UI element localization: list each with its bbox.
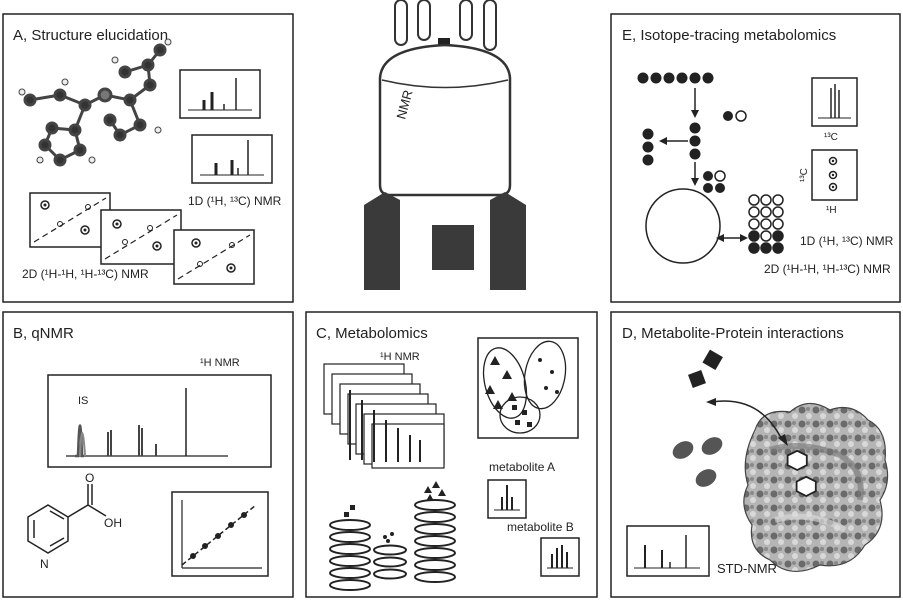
magnet-cap	[438, 38, 450, 46]
magnet-leg-left	[364, 192, 400, 290]
magnet-tube-4	[483, 0, 497, 51]
tracer-group-small	[703, 170, 726, 193]
ligand-square-2	[688, 370, 706, 388]
calibration-plot-box	[171, 491, 269, 577]
panel-d-std-label: STD-NMR	[717, 561, 777, 576]
ligand-square-1	[702, 349, 723, 371]
panel-c-spectrum-label: ¹H NMR	[380, 351, 420, 363]
spectrum-box-1	[179, 69, 261, 119]
panel-e-title: E, Isotope-tracing metabolomics	[622, 27, 836, 44]
tracer-chain-left	[642, 128, 654, 166]
sample-coil-3	[414, 481, 456, 583]
spectrum-2d-box-1	[29, 192, 111, 248]
panel-a-frame	[2, 13, 294, 303]
sample-coil-2	[373, 532, 407, 580]
panel-c-title: C, Metabolomics	[316, 325, 428, 342]
panel-a-1d-label: 1D (¹H, ¹³C) NMR	[188, 194, 282, 208]
metabolite-b-spectrum	[540, 537, 580, 577]
metabolite-a-spectrum	[487, 479, 527, 519]
panel-b: B, qNMR ¹H NMR IS N O OH	[2, 311, 294, 598]
molecule-ball-stick	[18, 38, 172, 167]
magnet-leg-right	[490, 192, 526, 290]
magnet-probe	[432, 225, 474, 270]
tca-cycle-circle	[645, 188, 721, 264]
panel-d: D, Metabolite-Protein interactions STD-N…	[610, 311, 901, 598]
panel-b-oh-label: OH	[104, 516, 122, 530]
ligand-ellipse-1	[672, 441, 694, 459]
binding-arrow	[711, 400, 783, 441]
panel-b-spectrum-label: ¹H NMR	[200, 357, 240, 369]
nmr-magnet: NMR	[364, 0, 526, 290]
tracer-chain-top	[637, 72, 714, 84]
magnet-tube-3	[459, 0, 473, 41]
magnet-tube-1	[394, 0, 408, 46]
nicotinic-acid-structure: N O	[27, 471, 107, 571]
panel-a: A, Structure elucidation	[2, 13, 294, 303]
magnet-tube-2	[417, 0, 431, 41]
panel-c-frame	[305, 311, 598, 598]
panel-b-title: B, qNMR	[13, 325, 74, 342]
panel-b-is-label: IS	[78, 395, 88, 407]
tracer-pair-light	[735, 110, 747, 122]
ligand-hexagon-2	[795, 475, 817, 498]
spectrum-2d-box-2	[100, 209, 182, 265]
ligand-hexagon-1	[786, 449, 808, 472]
panel-b-frame	[2, 311, 294, 598]
panel-e-13c-label: ¹³C	[824, 132, 838, 143]
panel-d-frame	[610, 311, 901, 598]
panel-c-metabolite-b: metabolite B	[507, 520, 574, 534]
magnet-label: NMR	[393, 88, 415, 120]
spectrum-13c-box	[811, 77, 858, 127]
tracer-pair-dark	[723, 111, 733, 121]
pca-score-plot	[477, 337, 579, 439]
panel-e-1h-label: ¹H	[826, 205, 837, 216]
svg-text:O: O	[85, 471, 94, 485]
panel-e-frame	[610, 13, 901, 303]
panel-e-1d-label: 1D (¹H, ¹³C) NMR	[800, 234, 894, 248]
svg-text:N: N	[40, 557, 49, 571]
panel-a-2d-label: 2D (¹H-¹H, ¹H-¹³C) NMR	[22, 267, 149, 281]
sample-coil-1	[329, 505, 371, 591]
ligand-ellipse-2	[701, 437, 723, 455]
spectrum-2d-box-3	[173, 229, 255, 285]
panel-e-13c-axis-label: ¹³C	[799, 168, 810, 182]
std-spectrum-box	[626, 525, 710, 577]
panel-e: E, Isotope-tracing metabolomics	[610, 13, 901, 303]
spectrum-hsqc-box	[811, 149, 858, 201]
panel-e-2d-label: 2D (¹H-¹H, ¹H-¹³C) NMR	[764, 262, 891, 276]
qnmr-spectrum-box	[47, 374, 272, 468]
panel-c-metabolite-a: metabolite A	[489, 460, 555, 474]
panel-c: C, Metabolomics ¹H NMR	[305, 311, 598, 598]
spectrum-box-2	[191, 134, 273, 184]
panel-a-title: A, Structure elucidation	[13, 27, 168, 44]
stacked-spectra	[323, 363, 445, 469]
magnet-dewar	[378, 43, 512, 197]
ligand-ellipse-3	[695, 469, 717, 487]
tracer-chain-middle	[689, 122, 701, 160]
isotopologue-grid	[748, 194, 784, 254]
panel-d-title: D, Metabolite-Protein interactions	[622, 325, 844, 342]
